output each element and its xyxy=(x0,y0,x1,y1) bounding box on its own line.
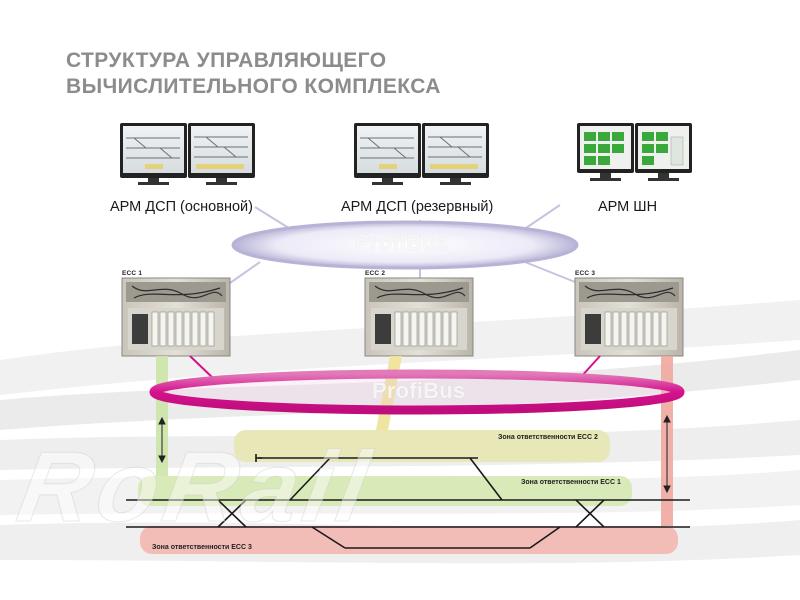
relay-cabinet-icon xyxy=(574,277,684,357)
lcd-monitor-icon xyxy=(577,123,634,181)
lcd-monitor-icon xyxy=(422,123,489,185)
lower-bus-label: ProfiBus xyxy=(372,378,466,403)
zone-label-ecc2: Зона ответственности ЕСС 2 xyxy=(498,434,598,441)
zone-label-ecc1: Зона ответственности ЕСС 1 xyxy=(521,479,621,486)
workstation-label-shn: АРМ ШН xyxy=(598,199,658,215)
monitor-pair-3 xyxy=(577,123,692,181)
lcd-monitor-icon xyxy=(635,123,692,181)
lcd-monitor-icon xyxy=(354,123,421,185)
workstation-monitors xyxy=(120,123,692,185)
monitor-pair-1 xyxy=(120,123,255,185)
workstation-label-backup: АРМ ДСП (резервный) xyxy=(341,199,494,215)
page-title: СТРУКТУРА УПРАВЛЯЮЩЕГО ВЫЧИСЛИТЕЛЬНОГО К… xyxy=(66,48,441,100)
relay-cabinet-icon xyxy=(121,277,231,357)
upper-bus-label: ProfiBus xyxy=(355,230,449,255)
controller-tag-ecc3: ECC 3 xyxy=(575,270,596,277)
upper-profibus-ring xyxy=(231,220,579,270)
zone-ecc3-ribbon xyxy=(140,526,678,554)
controller-tag-ecc1: ECC 1 xyxy=(122,270,143,277)
double-headed-vertical-arrow-icon xyxy=(158,416,166,464)
title-line-1: СТРУКТУРА УПРАВЛЯЮЩЕГО xyxy=(66,49,387,72)
relay-cabinet-icon xyxy=(364,277,474,357)
track-layout xyxy=(126,454,690,549)
lower-profibus-ring xyxy=(149,369,685,415)
lcd-monitor-icon xyxy=(120,123,187,185)
monitor-pair-2 xyxy=(354,123,489,185)
zone-ecc1-ribbon xyxy=(138,476,632,506)
double-headed-vertical-arrow-icon xyxy=(663,414,671,494)
rorail-watermark: RoRail xyxy=(10,431,383,544)
zone-ecc2-ribbon xyxy=(234,430,610,462)
controller-cabinets xyxy=(121,277,684,357)
title-line-2: ВЫЧИСЛИТЕЛЬНОГО КОМПЛЕКСА xyxy=(66,75,441,98)
zone-ribbons xyxy=(138,430,678,554)
lcd-monitor-icon xyxy=(188,123,255,185)
zone-label-ecc3: Зона ответственности ЕСС 3 xyxy=(152,544,252,551)
workstation-label-primary: АРМ ДСП (основной) xyxy=(110,199,253,215)
controller-tag-ecc2: ECC 2 xyxy=(365,270,386,277)
